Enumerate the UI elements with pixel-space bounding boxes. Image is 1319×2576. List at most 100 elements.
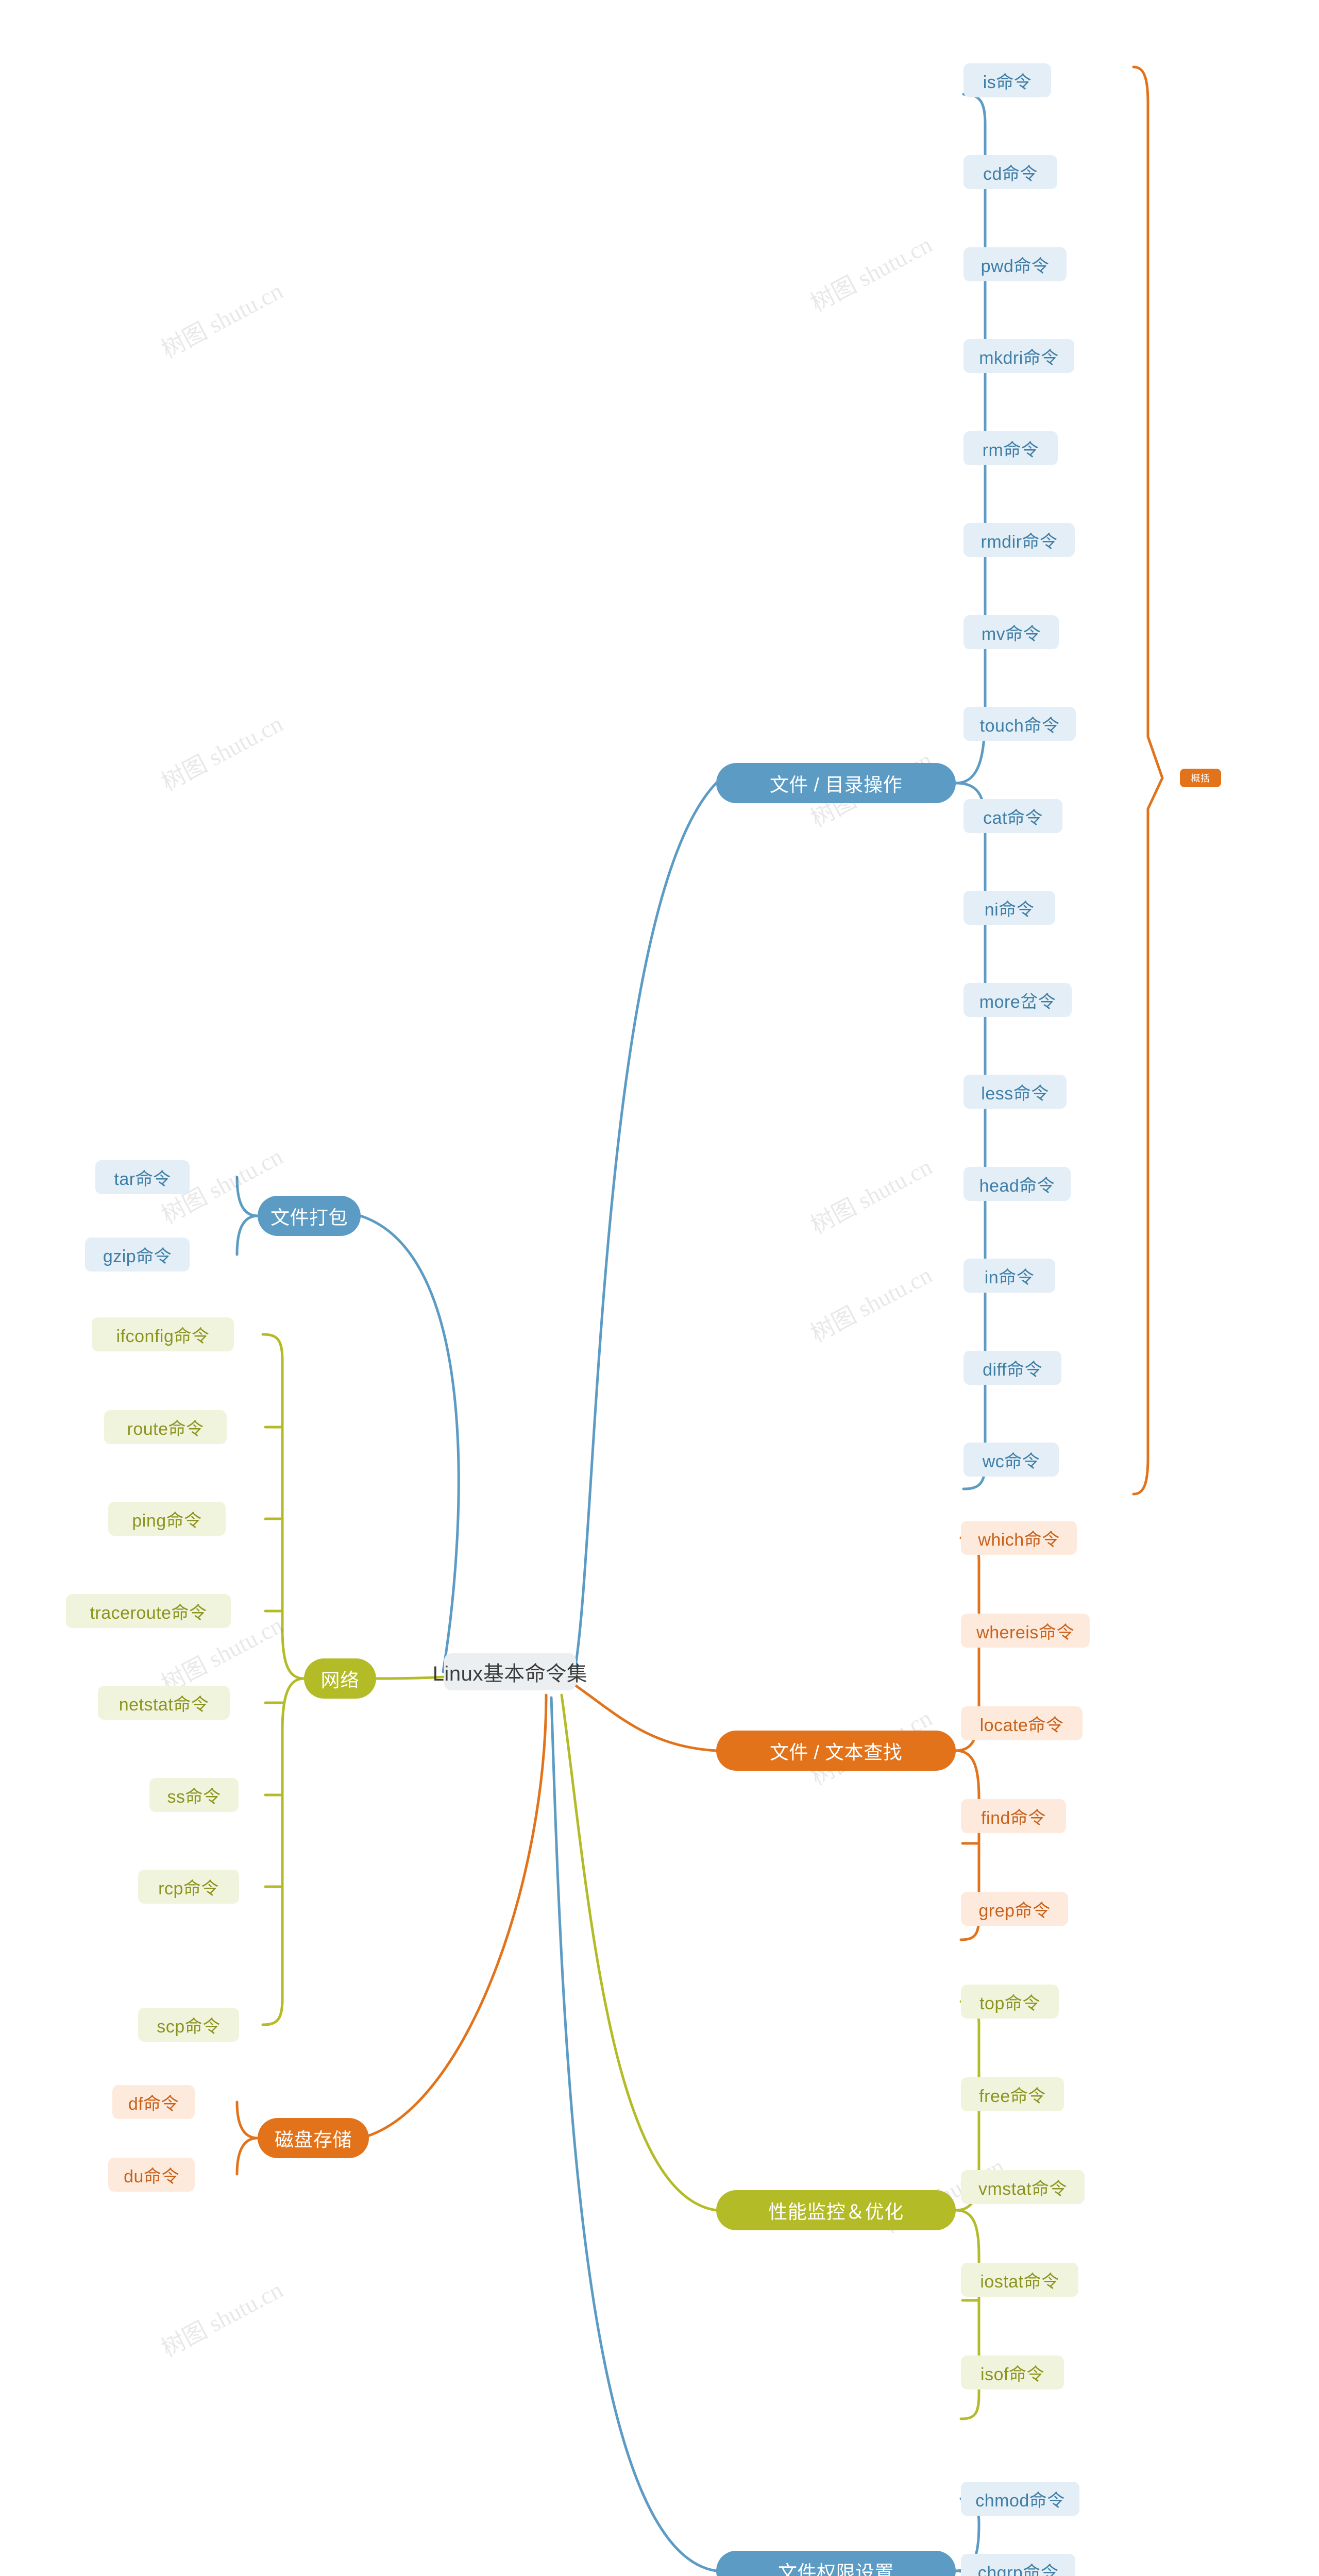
leaf-label: diff命令 <box>983 1360 1042 1380</box>
leaf-label: mv命令 <box>981 624 1041 644</box>
branch-node-disk-storage[interactable]: 磁盘存储 <box>258 2118 369 2158</box>
leaf-label: traceroute命令 <box>90 1603 207 1623</box>
leaf-label: iostat命令 <box>980 2272 1059 2292</box>
leaf-node[interactable]: ifconfig命令 <box>92 1317 234 1351</box>
leaf-label: more岔令 <box>979 992 1056 1012</box>
leaf-node[interactable]: in命令 <box>963 1259 1055 1293</box>
leaf-node[interactable]: top命令 <box>961 1985 1059 2019</box>
leaf-node[interactable]: ping命令 <box>108 1502 226 1536</box>
leaf-label: is命令 <box>983 72 1032 92</box>
leaf-node[interactable]: diff命令 <box>963 1351 1061 1385</box>
branch-node-performance-monitoring[interactable]: 性能监控＆优化 <box>716 2190 956 2230</box>
leaf-label: vmstat命令 <box>978 2179 1068 2199</box>
root-node[interactable]: Linux基本命令集 <box>433 1653 587 1690</box>
leaf-label: chgrp命令 <box>977 2563 1059 2576</box>
leaf-node[interactable]: touch命令 <box>963 707 1076 741</box>
leaf-node[interactable]: df命令 <box>112 2085 195 2119</box>
leaf-label: in命令 <box>984 1267 1035 1287</box>
leaf-label: which命令 <box>978 1530 1060 1550</box>
leaf-node[interactable]: head命令 <box>963 1167 1071 1201</box>
leaf-label: ss命令 <box>167 1787 221 1807</box>
branch-node-file-archive[interactable]: 文件打包 <box>258 1196 361 1236</box>
leaf-label: pwd命令 <box>980 256 1050 276</box>
leaf-node[interactable]: isof命令 <box>961 2355 1064 2389</box>
leaf-node[interactable]: rm命令 <box>963 431 1058 465</box>
leaf-node[interactable]: whereis命令 <box>961 1614 1090 1648</box>
leaf-node[interactable]: grep命令 <box>961 1892 1068 1926</box>
leaf-node[interactable]: less命令 <box>963 1075 1067 1109</box>
leaf-node[interactable]: rcp命令 <box>138 1870 239 1904</box>
watermark: 树图 shutu.cn <box>806 231 937 317</box>
summary-node[interactable]: 概括 <box>1180 769 1221 787</box>
branch-node-network[interactable]: 网络 <box>304 1658 376 1699</box>
branch-label: 性能监控＆优化 <box>768 2201 904 2223</box>
leaf-node[interactable]: iostat命令 <box>961 2263 1078 2297</box>
branch-label: 文件权限设置 <box>778 2562 894 2576</box>
watermark: 树图 shutu.cn <box>157 277 288 363</box>
leaf-label: mkdri命令 <box>979 348 1059 368</box>
leaf-node[interactable]: wc命令 <box>963 1443 1059 1477</box>
leaf-label: less命令 <box>981 1083 1049 1104</box>
leaf-node[interactable]: locate命令 <box>961 1706 1083 1740</box>
leaf-node[interactable]: chgrp命令 <box>961 2554 1075 2576</box>
leaf-label: free命令 <box>979 2086 1046 2106</box>
leaf-node[interactable]: find命令 <box>961 1799 1066 1833</box>
leaf-label: cd命令 <box>983 164 1038 184</box>
leaf-label: scp命令 <box>157 2016 221 2037</box>
leaf-label: tar命令 <box>114 1169 171 1189</box>
leaf-label: locate命令 <box>979 1715 1064 1735</box>
leaf-label: top命令 <box>979 1993 1040 2013</box>
leaf-label: head命令 <box>979 1176 1055 1196</box>
leaf-node[interactable]: free命令 <box>961 2077 1064 2111</box>
leaf-label: cat命令 <box>983 808 1043 828</box>
leaf-node[interactable]: cat命令 <box>963 799 1062 833</box>
leaf-label: chmod命令 <box>975 2490 1065 2511</box>
branch-label: 网络 <box>320 1670 360 1691</box>
branch-label: 文件 / 文本查找 <box>769 1742 903 1763</box>
root-node-label: Linux基本命令集 <box>432 1663 588 1685</box>
watermark: 树图 shutu.cn <box>806 1261 937 1347</box>
leaf-node[interactable]: tar命令 <box>95 1160 190 1194</box>
leaf-node[interactable]: chmod命令 <box>961 2482 1079 2516</box>
branch-label: 文件打包 <box>270 1207 348 1228</box>
leaf-node[interactable]: ss命令 <box>149 1778 239 1812</box>
leaf-node[interactable]: traceroute命令 <box>66 1594 231 1628</box>
leaf-node[interactable]: is命令 <box>963 63 1051 97</box>
leaf-label: find命令 <box>981 1808 1046 1828</box>
leaf-label: grep命令 <box>978 1901 1051 1921</box>
branch-node-file-permissions[interactable]: 文件权限设置 <box>716 2551 956 2576</box>
leaf-node[interactable]: netstat命令 <box>98 1686 230 1720</box>
leaf-label: whereis命令 <box>976 1622 1074 1642</box>
leaf-node[interactable]: which命令 <box>961 1521 1077 1555</box>
leaf-label: du命令 <box>124 2166 179 2187</box>
branch-node-file-directory-ops[interactable]: 文件 / 目录操作 <box>716 763 956 803</box>
leaf-node[interactable]: vmstat命令 <box>961 2170 1085 2204</box>
summary-node-label: 概括 <box>1191 773 1210 784</box>
leaf-node[interactable]: cd命令 <box>963 155 1057 189</box>
branch-node-file-text-search[interactable]: 文件 / 文本查找 <box>716 1731 956 1771</box>
leaf-label: netstat命令 <box>119 1694 209 1715</box>
branch-label: 磁盘存储 <box>275 2129 352 2150</box>
leaf-label: wc命令 <box>982 1451 1040 1471</box>
leaf-label: df命令 <box>128 2094 179 2114</box>
leaf-node[interactable]: mv命令 <box>963 615 1059 649</box>
leaf-node[interactable]: mkdri命令 <box>963 339 1074 373</box>
leaf-node[interactable]: scp命令 <box>138 2008 239 2042</box>
leaf-label: rm命令 <box>982 440 1039 460</box>
leaf-node[interactable]: ni命令 <box>963 891 1055 925</box>
leaf-label: ni命令 <box>984 900 1035 920</box>
leaf-label: gzip命令 <box>103 1246 172 1266</box>
leaf-node[interactable]: more岔令 <box>963 983 1072 1017</box>
leaf-label: touch命令 <box>979 716 1060 736</box>
leaf-node[interactable]: pwd命令 <box>963 247 1067 281</box>
leaf-label: rmdir命令 <box>980 532 1058 552</box>
leaf-node[interactable]: route命令 <box>104 1410 227 1444</box>
leaf-label: ping命令 <box>132 1511 202 1531</box>
leaf-node[interactable]: rmdir命令 <box>963 523 1075 557</box>
leaf-node[interactable]: gzip命令 <box>85 1238 190 1272</box>
leaf-label: ifconfig命令 <box>116 1326 210 1346</box>
leaf-node[interactable]: du命令 <box>108 2158 195 2192</box>
leaf-label: route命令 <box>127 1419 204 1439</box>
